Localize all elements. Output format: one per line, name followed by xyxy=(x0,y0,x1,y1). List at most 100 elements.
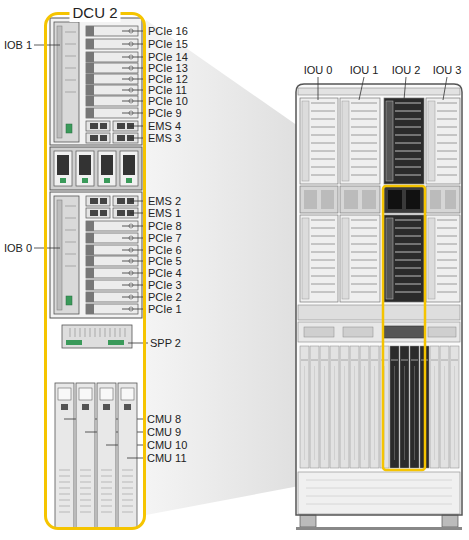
iou-slot xyxy=(395,260,421,261)
ems-card xyxy=(86,121,110,131)
spp-plate xyxy=(384,326,424,338)
iou-slot xyxy=(395,268,421,269)
ems-port xyxy=(100,135,107,141)
board-vent xyxy=(65,254,76,255)
ems-port xyxy=(117,210,125,216)
cmu-ridge xyxy=(404,366,405,460)
spp-vent xyxy=(70,328,71,337)
iou-slot xyxy=(395,276,421,277)
leader-line xyxy=(122,68,146,69)
iou-fan xyxy=(321,190,334,209)
cmu-ridge xyxy=(354,366,355,460)
iou-unit xyxy=(426,215,460,302)
leader-line xyxy=(122,309,146,310)
cmu-port xyxy=(124,404,131,410)
iou-slot xyxy=(437,276,457,277)
iou-slot xyxy=(311,119,335,120)
iou-slot xyxy=(311,244,335,245)
iou-slot xyxy=(311,228,335,229)
iou-slot xyxy=(351,103,377,104)
iou-slot xyxy=(437,175,457,176)
iou-slot xyxy=(351,284,377,285)
board-vent xyxy=(65,56,76,57)
part-label: PCIe 14 xyxy=(148,51,188,63)
iou-slot xyxy=(437,260,457,261)
part-label: PCIe 9 xyxy=(148,107,182,119)
iob-chassis xyxy=(50,192,142,318)
part-label: PCIe 12 xyxy=(148,73,188,85)
spp-vent xyxy=(90,328,91,337)
cabinet-body xyxy=(296,84,462,515)
ems-card xyxy=(86,208,110,218)
cmu-ridge xyxy=(364,366,365,460)
cabinet-foot xyxy=(300,515,316,527)
part-label: IOU 3 xyxy=(433,64,462,76)
fan-latch xyxy=(104,178,110,183)
cmu-vent xyxy=(59,500,70,501)
leader-line xyxy=(122,101,146,102)
cmu-handle xyxy=(58,388,71,400)
card-bracket xyxy=(86,74,94,84)
board-vent xyxy=(65,242,76,243)
cmu-vent xyxy=(122,476,133,477)
card-bracket xyxy=(86,85,94,95)
cmu-vent xyxy=(80,488,91,489)
dcu-midsection xyxy=(50,147,142,190)
iou-slot xyxy=(311,175,335,176)
leader-line xyxy=(122,226,146,227)
board-vent xyxy=(65,44,76,45)
cmu-slot xyxy=(310,346,319,468)
board-vent xyxy=(65,80,76,81)
cmu-handle xyxy=(351,360,358,361)
cmu-handle xyxy=(121,388,134,400)
iou-midsection xyxy=(340,186,380,213)
iou-slot xyxy=(395,111,421,112)
iou-slot xyxy=(437,143,457,144)
leader-line xyxy=(122,44,146,45)
iou-slot xyxy=(395,228,421,229)
iou-slot xyxy=(437,236,457,237)
cmu-handle xyxy=(321,360,328,361)
fan-latch xyxy=(60,178,66,183)
spp-vent xyxy=(115,328,116,337)
iou-slot xyxy=(311,127,335,128)
part-label: SPP 2 xyxy=(150,337,181,349)
iou-slot xyxy=(351,119,377,120)
cmu-vent xyxy=(80,470,91,471)
iou-slot xyxy=(395,292,421,293)
cabinet-top-strip xyxy=(298,88,460,95)
part-label: EMS 4 xyxy=(148,120,181,132)
cmu-vent xyxy=(101,470,112,471)
part-label: PCIe 6 xyxy=(148,244,182,256)
spp-vent xyxy=(95,328,96,337)
base-vent xyxy=(306,488,452,489)
ems-port xyxy=(100,198,107,204)
iou-slot xyxy=(395,236,421,237)
iou-slot xyxy=(437,268,457,269)
card-bracket xyxy=(86,304,94,314)
iou-slot xyxy=(395,220,421,221)
cmu-slot xyxy=(410,346,419,468)
iou-unit xyxy=(426,98,460,184)
part-label: EMS 3 xyxy=(148,132,181,144)
iob-chassis xyxy=(50,18,142,145)
part-label: IOU 1 xyxy=(350,64,379,76)
spp-plate xyxy=(428,327,456,337)
card-bracket xyxy=(86,280,94,290)
iob-board xyxy=(54,196,79,314)
cmu-vent xyxy=(122,482,133,483)
iou-slot xyxy=(437,244,457,245)
part-label: PCIe 1 xyxy=(148,303,182,315)
spp-vent xyxy=(110,328,111,337)
iou-board xyxy=(386,101,393,181)
cmu-board xyxy=(55,383,74,528)
spp-plate xyxy=(343,327,373,337)
leader-line xyxy=(443,77,447,100)
board-vent xyxy=(65,266,76,267)
iou-slot xyxy=(311,268,335,269)
cmu-vent xyxy=(101,488,112,489)
iou-unit xyxy=(300,215,338,302)
cmu-vent xyxy=(122,494,133,495)
cmu-slot xyxy=(380,346,389,468)
